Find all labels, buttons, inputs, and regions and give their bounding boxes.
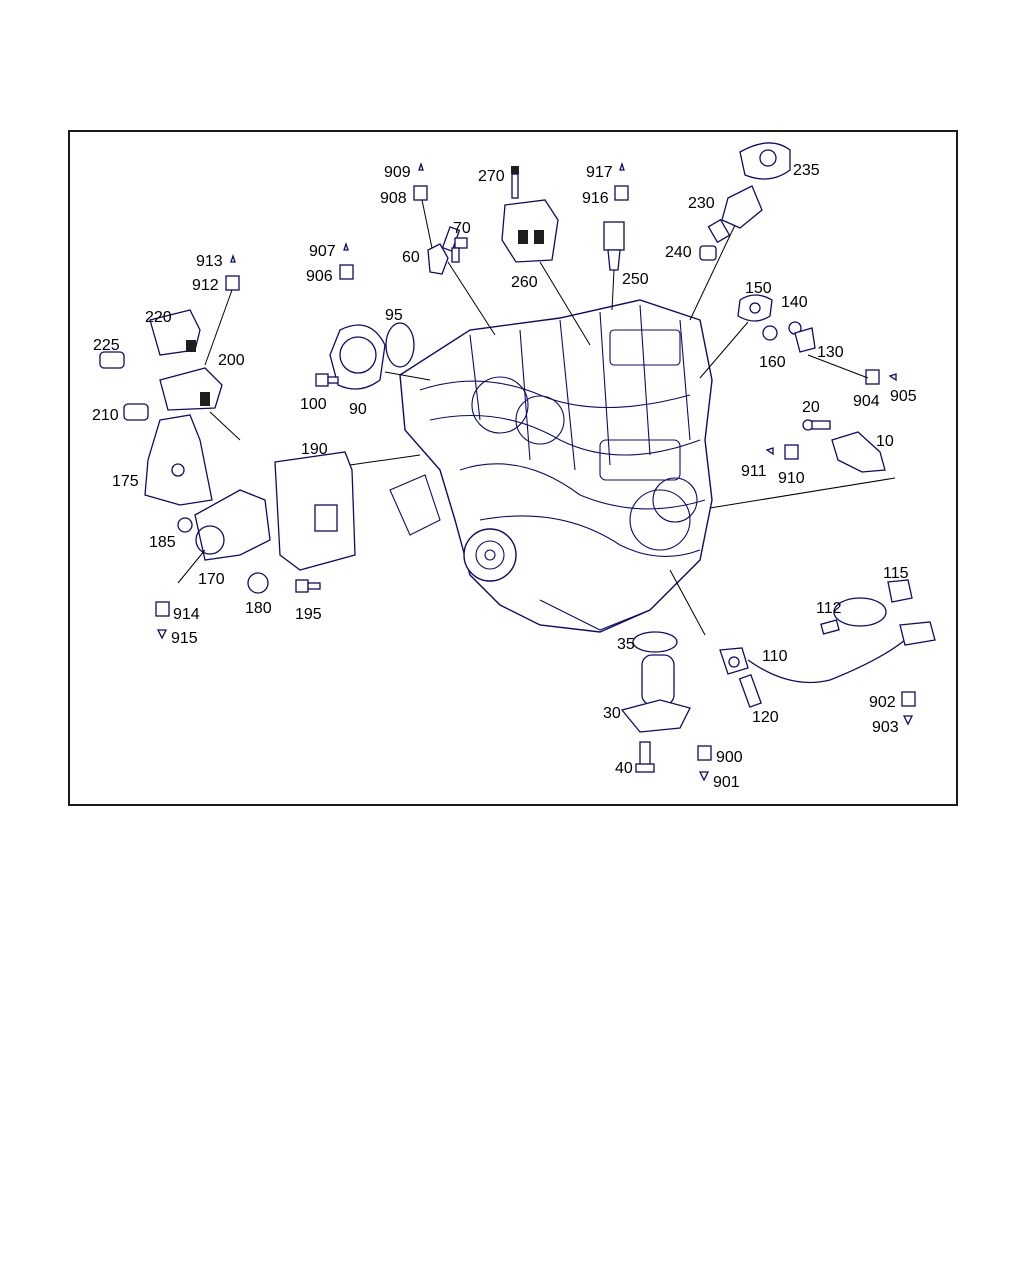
callout-180: 180 [245,600,272,617]
callout-170: 170 [198,571,225,588]
pulley [463,528,517,582]
callout-95: 95 [385,307,403,324]
callout-60: 60 [402,249,420,266]
callout-100: 100 [300,396,327,413]
callout-200: 200 [218,352,245,369]
callout-112: 112 [816,600,842,617]
callout-908: 908 [380,190,407,207]
sensor-250 [603,221,625,271]
leader-lines [177,199,896,636]
washer-185 [177,517,193,533]
bolt-120 [738,673,762,708]
callout-912: 912 [192,277,219,294]
callout-210: 210 [92,407,119,424]
sensor-220 [149,309,201,356]
sensor-10 [831,431,886,473]
callout-40: 40 [615,760,633,777]
sensor-130 [794,327,816,353]
sensor-230 [707,185,763,244]
callout-120: 120 [752,709,779,726]
callout-175: 175 [112,473,139,490]
callout-260: 260 [511,274,538,291]
callout-235: 235 [793,162,820,179]
callout-labels: 909 908 270 917 916 235 230 240 70 60 26… [92,162,917,791]
callout-910: 910 [778,470,805,487]
callout-225: 225 [93,337,120,354]
callout-190: 190 [301,441,328,458]
callout-10: 10 [876,433,894,450]
callout-907: 907 [309,243,336,260]
callout-35: 35 [617,636,635,653]
callout-917: 917 [586,164,613,181]
clip-115 [887,579,913,603]
callout-915: 915 [171,630,198,647]
vacuum-pump-90 [329,324,386,390]
oring-95 [385,322,415,368]
callout-185: 185 [149,534,176,551]
callout-30: 30 [603,705,621,722]
callout-240: 240 [665,244,692,261]
callout-900: 900 [716,749,743,766]
oring-35 [632,631,678,653]
bolt-100 [315,373,339,387]
valve-170 [194,489,271,561]
knock-sensor-110 [719,621,936,684]
callout-905: 905 [890,388,917,405]
callout-250: 250 [622,271,649,288]
callout-110: 110 [762,648,788,665]
callout-150: 150 [745,280,772,297]
bracket-190 [274,451,356,571]
sensor-200 [159,367,223,411]
callout-911: 911 [741,463,767,480]
diagram-frame [68,130,958,806]
callout-909: 909 [384,164,411,181]
callout-220: 220 [145,309,172,326]
nut-160 [762,325,778,341]
callout-90: 90 [349,401,367,418]
bolt-20 [802,419,831,431]
callout-70: 70 [453,220,471,237]
callout-115: 115 [883,565,909,582]
gasket-150 [737,294,773,322]
bolt-195 [295,579,321,593]
nut-180 [247,572,269,594]
sensor-60 [427,226,461,275]
bolt-70 [451,237,468,263]
bracket-175 [144,414,213,506]
callout-20: 20 [802,399,820,416]
callout-916: 916 [582,190,609,207]
bracket-235 [739,142,791,180]
callout-914: 914 [173,606,200,623]
connector-225 [99,351,125,369]
callout-903: 903 [872,719,899,736]
oil-level-sensor-30 [620,654,691,733]
module-260 [501,199,559,263]
callout-904: 904 [853,393,880,410]
callout-913: 913 [196,253,223,270]
engine-assembly [389,299,713,633]
callout-906: 906 [306,268,333,285]
callout-902: 902 [869,694,896,711]
callout-901: 901 [713,774,740,791]
bolt-270 [511,166,519,199]
callout-230: 230 [688,195,715,212]
connector-210 [123,403,149,421]
callout-270: 270 [478,168,505,185]
callout-130: 130 [817,344,844,361]
connector-symbols [155,161,916,782]
plug-240 [699,245,717,261]
callout-160: 160 [759,354,786,371]
bolt-40 [635,741,655,773]
callout-195: 195 [295,606,322,623]
tie-112 [820,597,887,635]
callout-140: 140 [781,294,808,311]
